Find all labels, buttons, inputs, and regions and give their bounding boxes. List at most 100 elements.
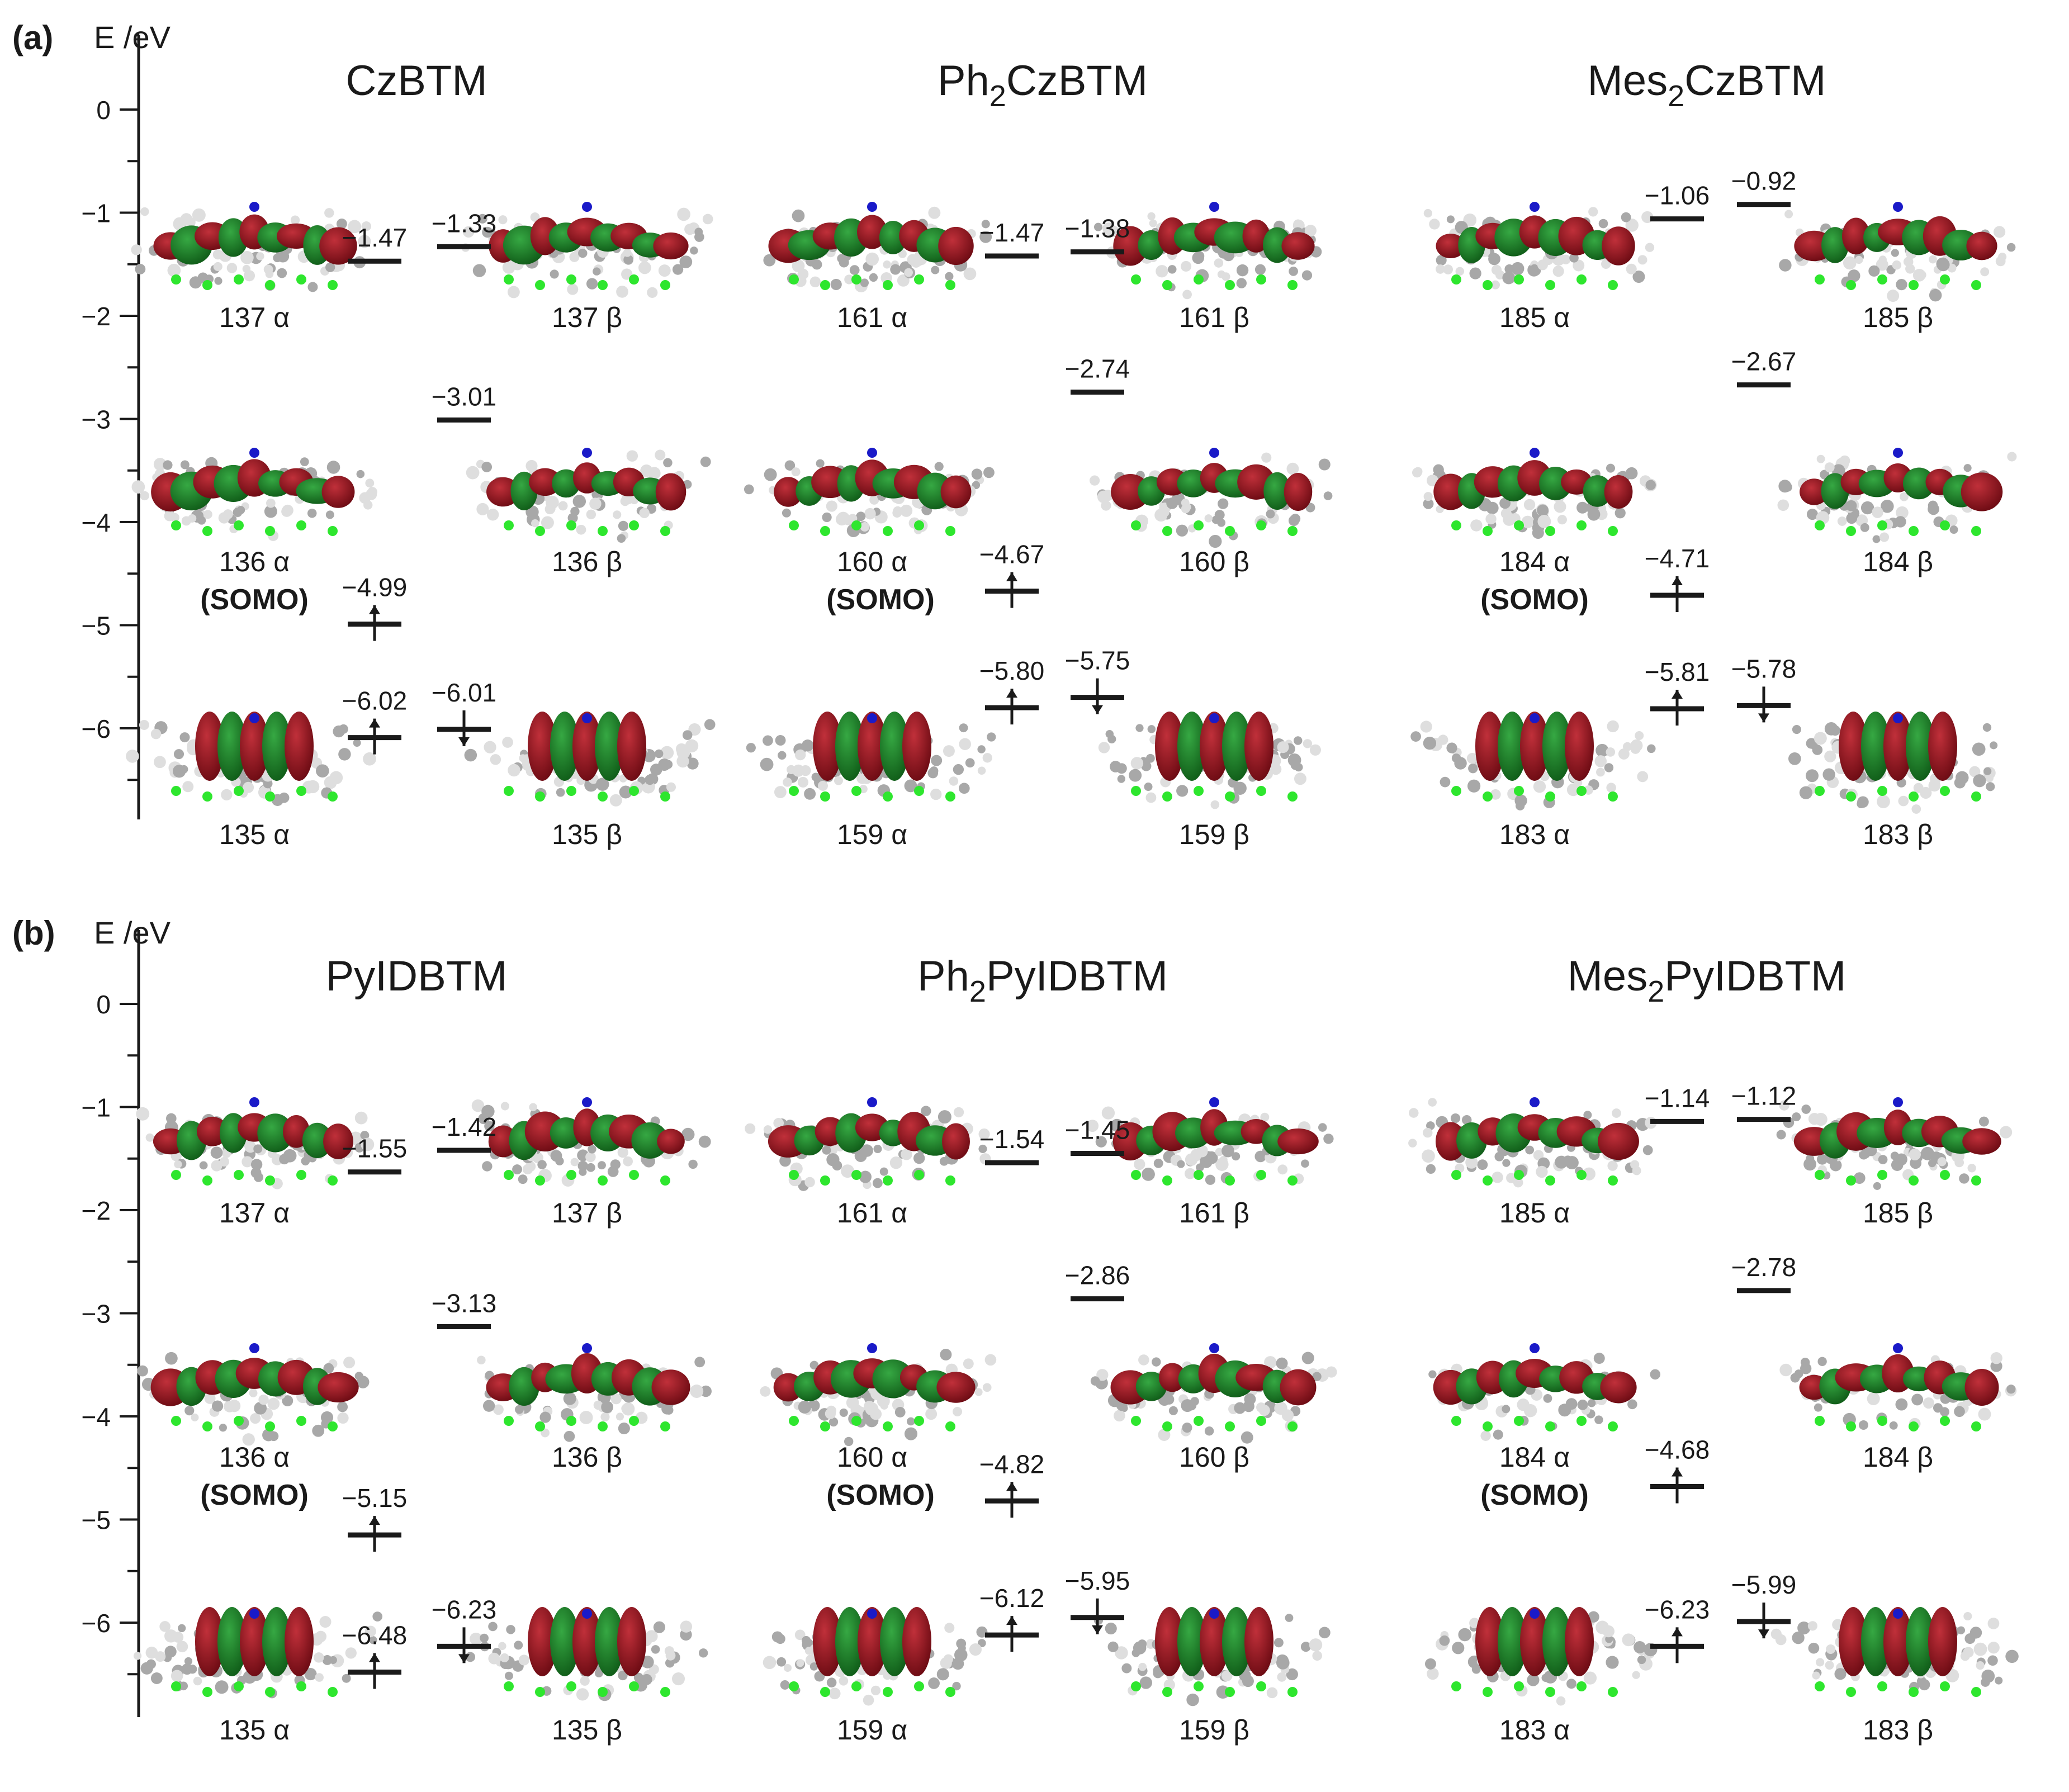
atom bbox=[1221, 272, 1230, 281]
atom bbox=[558, 501, 568, 511]
orbital-label: 160 β bbox=[1179, 1442, 1249, 1473]
orbital-lobe bbox=[1475, 1607, 1504, 1676]
orbital-lobe bbox=[240, 1607, 269, 1676]
atom bbox=[1318, 458, 1331, 471]
atom bbox=[265, 269, 274, 278]
chlorine-atom bbox=[1287, 1687, 1298, 1697]
atom bbox=[1488, 253, 1500, 266]
chlorine-atom bbox=[328, 1175, 338, 1186]
atom bbox=[306, 780, 320, 794]
nitrogen-atom bbox=[249, 202, 259, 212]
orbital-isosurface-image bbox=[465, 1607, 708, 1701]
atom bbox=[1909, 1148, 1921, 1161]
chlorine-atom bbox=[296, 1681, 306, 1691]
atom bbox=[315, 1673, 324, 1682]
chlorine-atom bbox=[1877, 786, 1887, 796]
atom bbox=[1182, 290, 1192, 300]
chlorine-atom bbox=[1131, 786, 1141, 796]
atom bbox=[959, 723, 968, 733]
atom bbox=[1514, 794, 1527, 807]
atom bbox=[498, 1642, 506, 1651]
atom bbox=[159, 1621, 171, 1632]
atom bbox=[342, 1674, 351, 1683]
atom bbox=[1318, 1123, 1327, 1132]
atom bbox=[1458, 1628, 1472, 1642]
orbital-lobe bbox=[813, 1607, 842, 1676]
spin-arrowhead bbox=[1006, 572, 1017, 581]
chlorine-atom bbox=[1514, 274, 1524, 285]
nitrogen-atom bbox=[1893, 1343, 1903, 1353]
atom bbox=[1937, 258, 1950, 272]
atom bbox=[1947, 263, 1957, 273]
orbital-lobe bbox=[1158, 1363, 1186, 1392]
atom bbox=[307, 508, 317, 518]
atom bbox=[828, 1687, 841, 1700]
nitrogen-atom bbox=[1530, 713, 1540, 723]
atom bbox=[873, 1145, 882, 1154]
atom bbox=[585, 1151, 596, 1163]
chlorine-atom bbox=[851, 520, 861, 530]
atom bbox=[1825, 1661, 1834, 1670]
chlorine-atom bbox=[1287, 791, 1298, 802]
chlorine-atom bbox=[202, 1421, 212, 1431]
spin-arrowhead bbox=[1006, 1616, 1017, 1625]
orbital-lobe bbox=[1155, 712, 1184, 781]
tick-label: 0 bbox=[96, 990, 111, 1019]
atom bbox=[1089, 475, 1100, 486]
chlorine-atom bbox=[598, 1421, 608, 1431]
atom bbox=[1116, 763, 1127, 774]
chlorine-atom bbox=[504, 274, 514, 285]
title-prefix: Ph bbox=[938, 57, 989, 105]
atom bbox=[943, 1654, 954, 1664]
atom bbox=[1898, 795, 1909, 807]
tick-label: −6 bbox=[82, 714, 111, 743]
atom bbox=[322, 1655, 333, 1665]
atom bbox=[1499, 497, 1511, 509]
atom bbox=[1468, 764, 1478, 774]
chlorine-atom bbox=[1225, 526, 1235, 536]
atom bbox=[278, 792, 290, 803]
orbital-lobe bbox=[550, 712, 579, 781]
chlorine-atom bbox=[629, 1170, 639, 1180]
atom bbox=[1637, 771, 1649, 783]
atom bbox=[179, 732, 190, 743]
atom bbox=[1845, 500, 1857, 511]
atom bbox=[218, 512, 230, 524]
chlorine-atom bbox=[234, 1170, 244, 1180]
orbital-lobe bbox=[835, 1607, 864, 1676]
chlorine-atom bbox=[535, 526, 545, 536]
atom bbox=[1294, 772, 1306, 785]
orbital-lobe bbox=[1861, 1607, 1890, 1676]
atom bbox=[987, 732, 996, 742]
atom bbox=[940, 1348, 952, 1360]
atom bbox=[181, 1663, 193, 1675]
orbital-lobe bbox=[318, 1372, 359, 1403]
chlorine-atom bbox=[1576, 1416, 1587, 1426]
atom bbox=[1612, 1108, 1621, 1118]
atom bbox=[593, 267, 601, 276]
orbital-lobe bbox=[217, 1607, 247, 1676]
atom bbox=[1998, 253, 2007, 262]
atom bbox=[744, 484, 754, 495]
atom bbox=[1860, 501, 1874, 515]
chlorine-atom bbox=[1162, 1421, 1172, 1431]
atom bbox=[956, 1638, 967, 1649]
atom bbox=[569, 252, 580, 262]
atom bbox=[778, 751, 787, 760]
orbital-label: 185 α bbox=[1499, 1197, 1570, 1229]
orbital-lobe bbox=[942, 1123, 970, 1160]
atom bbox=[859, 1170, 872, 1183]
atom bbox=[1312, 1651, 1323, 1661]
orbital-lobe bbox=[1964, 1368, 1999, 1406]
atom bbox=[219, 1424, 227, 1432]
atom bbox=[1973, 1642, 1987, 1656]
orbital-lobe bbox=[657, 1129, 685, 1154]
molecule-title: Mes2CzBTM bbox=[1588, 57, 1826, 113]
atom bbox=[952, 1681, 961, 1691]
atom bbox=[1217, 518, 1226, 527]
chlorine-atom bbox=[1483, 1175, 1493, 1186]
atom bbox=[953, 1107, 964, 1118]
atom bbox=[1138, 1354, 1149, 1366]
atom bbox=[578, 248, 588, 258]
atom bbox=[131, 244, 142, 255]
